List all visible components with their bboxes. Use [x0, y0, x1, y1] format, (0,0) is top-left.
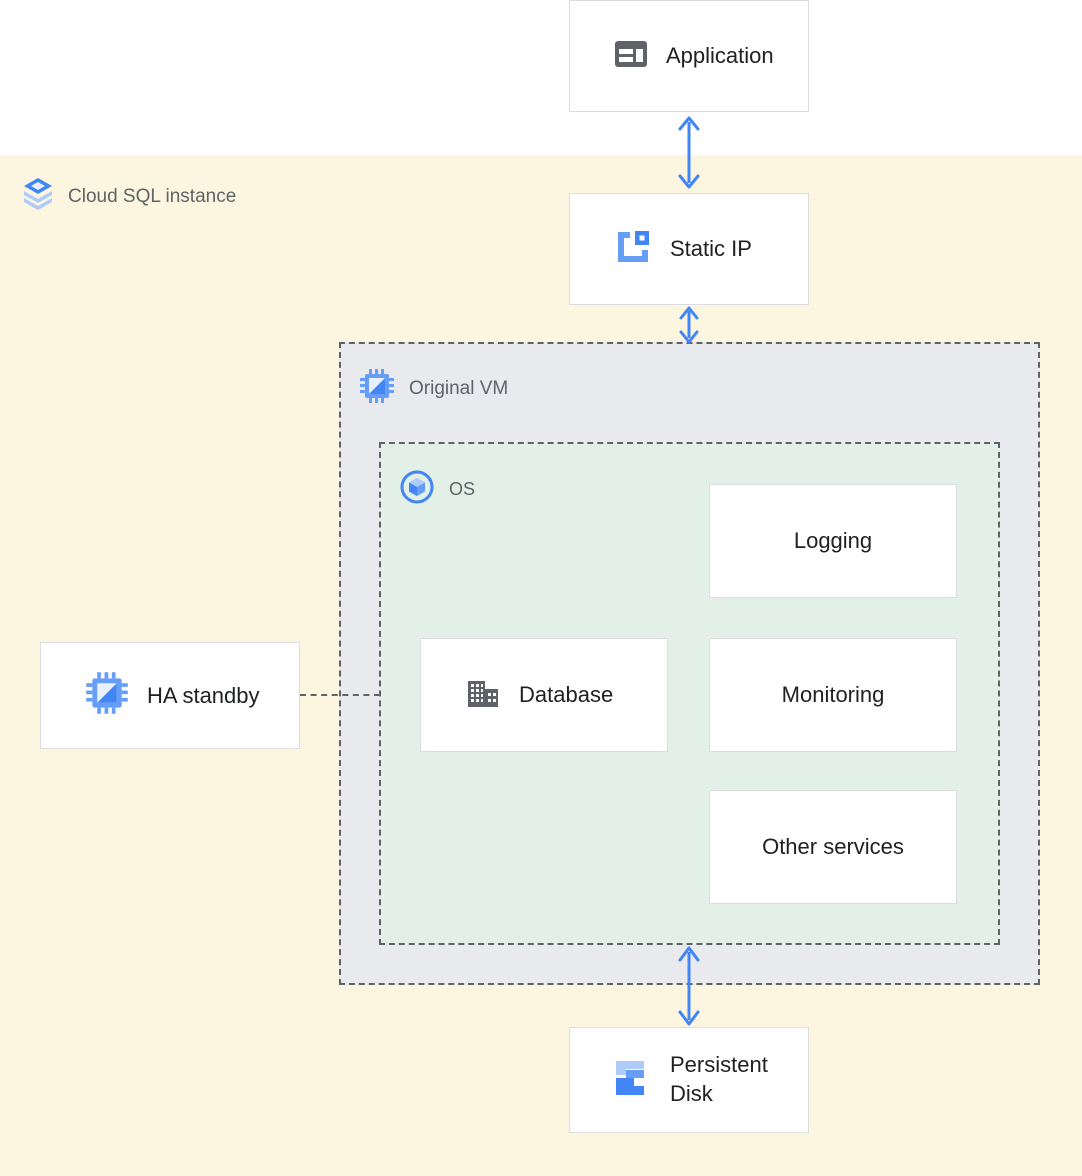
application-window-icon — [614, 37, 648, 76]
original-vm-label: Original VM — [409, 377, 509, 399]
node-ha-standby[interactable]: HA standby — [40, 642, 300, 749]
os-container-icon — [399, 469, 435, 510]
persistent-disk-icon — [614, 1058, 652, 1103]
static-ip-icon — [614, 228, 652, 271]
connector-static-ip-to-original-vm — [679, 306, 699, 344]
static-ip-label: Static IP — [670, 236, 752, 262]
logging-label: Logging — [793, 528, 873, 554]
monitoring-label: Monitoring — [781, 682, 885, 708]
cloud-sql-instance-label: Cloud SQL instance — [68, 185, 237, 207]
other-services-label: Other services — [762, 834, 904, 860]
node-application[interactable]: Application — [569, 0, 809, 112]
node-other-services[interactable]: Other services — [709, 790, 957, 904]
original-vm-header: Original VM — [359, 368, 508, 409]
node-static-ip[interactable]: Static IP — [569, 193, 809, 305]
connector-os-to-persistent-disk — [678, 946, 700, 1026]
persistent-disk-label: Persistent Disk — [670, 1052, 768, 1106]
node-monitoring[interactable]: Monitoring — [709, 638, 957, 752]
os-header: OS — [399, 469, 475, 510]
database-label: Database — [519, 682, 614, 708]
connector-application-to-static-ip — [678, 116, 700, 189]
os-label: OS — [449, 479, 476, 499]
vm-chip-icon — [359, 368, 395, 409]
cloud-sql-instance-header: Cloud SQL instance — [22, 177, 236, 216]
node-database[interactable]: Database — [420, 638, 668, 752]
node-logging[interactable]: Logging — [709, 484, 957, 598]
node-persistent-disk[interactable]: Persistent Disk — [569, 1027, 809, 1133]
database-building-icon — [465, 675, 501, 716]
cloud-sql-layers-icon — [22, 177, 54, 216]
application-label: Application — [666, 43, 774, 69]
connector-ha-standby-to-os — [300, 694, 380, 696]
ha-standby-chip-icon — [85, 671, 129, 720]
ha-standby-label: HA standby — [147, 682, 260, 708]
